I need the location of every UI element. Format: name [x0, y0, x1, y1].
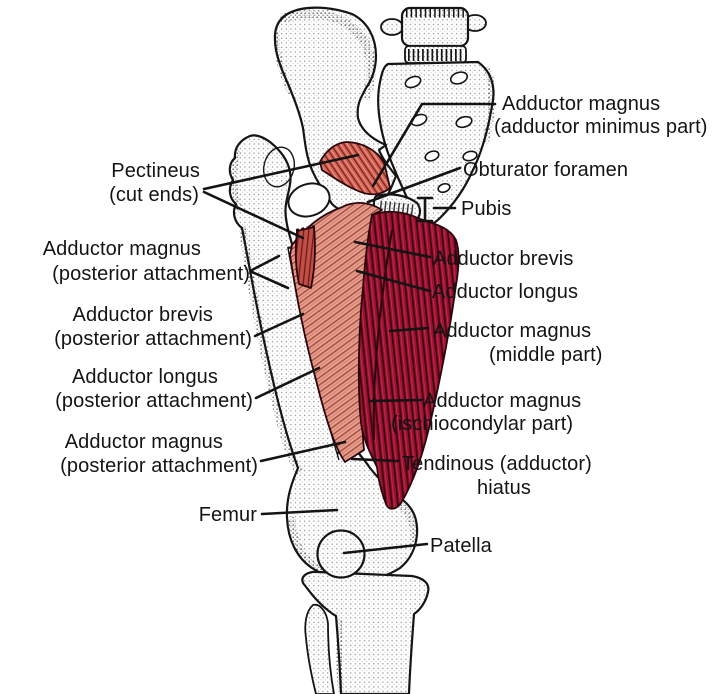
fibula-bone — [304, 603, 335, 694]
leader-pectineus-lower — [202, 190, 305, 240]
muscle-group — [289, 141, 460, 510]
svg-text:Adductor longus: Adductor longus — [72, 366, 218, 388]
svg-text:Adductor magnus: Adductor magnus — [502, 93, 660, 115]
svg-text:(posterior attachment): (posterior attachment) — [60, 455, 258, 477]
label-adductor-magnus-posterior-lower: Adductor magnus (posterior attachment) — [60, 431, 258, 477]
leader-pectineus-upper — [202, 153, 360, 191]
label-adductor-brevis-posterior: Adductor brevis (posterior attachment) — [54, 304, 252, 350]
tibia-shading — [335, 619, 344, 693]
label-adductor-magnus-posterior-upper: Adductor magnus (posterior attachment) — [43, 238, 250, 285]
label-adductor-magnus-ischiocondylar: Adductor magnus (ischiocondylar part) — [391, 390, 581, 435]
leader-adductor-longus — [355, 269, 432, 293]
label-adductor-brevis: Adductor brevis — [433, 248, 573, 270]
tibia-bone — [301, 570, 430, 694]
leader-patella — [342, 542, 429, 555]
leader-longus-posterior — [254, 366, 321, 400]
condyle-shading-left — [288, 516, 326, 574]
patella-bone — [316, 529, 366, 579]
svg-text:Adductor magnus: Adductor magnus — [433, 320, 591, 342]
svg-text:Pectineus: Pectineus — [111, 160, 200, 182]
leader-adductor-magnus-middle — [388, 326, 430, 333]
svg-text:(posterior attachment): (posterior attachment) — [55, 390, 253, 412]
leader-tendinous-hiatus — [350, 457, 400, 463]
trochanter-shading — [231, 149, 243, 213]
label-pubis: Pubis — [461, 198, 512, 220]
leader-obturator-foramen — [366, 166, 462, 204]
label-obturator-foramen: Obturator foramen — [463, 159, 628, 181]
label-adductor-longus: Adductor longus — [432, 281, 578, 303]
femur-left-shading — [239, 226, 302, 474]
leader-magnus-posterior-a — [250, 254, 281, 272]
label-adductor-longus-posterior: Adductor longus (posterior attachment) — [55, 366, 253, 412]
lumbar-vertebra — [380, 6, 487, 64]
leader-magnus-posterior-lower — [259, 440, 347, 463]
leader-adductor-brevis — [353, 240, 432, 259]
label-femur: Femur — [199, 504, 258, 526]
adductor-minimus-muscle — [319, 141, 391, 196]
ilium-crest-shading — [279, 9, 376, 101]
leader-femur — [260, 508, 339, 516]
condyle-shading-right — [396, 500, 418, 550]
svg-text:(adductor minimus part): (adductor minimus part) — [494, 116, 707, 138]
svg-text:hiatus: hiatus — [477, 477, 531, 499]
svg-text:Adductor brevis: Adductor brevis — [73, 304, 213, 326]
leader-pubis — [416, 196, 457, 223]
ilium-left-shading — [273, 31, 293, 95]
svg-text:(posterior attachment): (posterior attachment) — [54, 328, 252, 350]
svg-text:Adductor magnus: Adductor magnus — [65, 431, 223, 453]
svg-text:Adductor magnus: Adductor magnus — [423, 390, 581, 412]
svg-text:(posterior attachment): (posterior attachment) — [52, 263, 250, 285]
label-adductor-minimus: Adductor magnus (adductor minimus part) — [494, 93, 707, 138]
obturator-foramen-opening — [287, 182, 331, 218]
svg-text:(middle part): (middle part) — [489, 344, 603, 366]
label-tendinous-hiatus: Tendinous (adductor) hiatus — [402, 453, 592, 499]
trochanteric-fossa — [262, 146, 296, 188]
leader-brevis-posterior — [253, 312, 305, 338]
pectineus-stub-muscle — [294, 225, 316, 289]
leader-lines — [202, 102, 497, 555]
svg-text:(cut ends): (cut ends) — [109, 184, 199, 206]
adductor-magnus-separation — [372, 229, 393, 441]
labels-group: Adductor magnus (adductor minimus part) … — [43, 93, 708, 557]
label-pectineus: Pectineus (cut ends) — [109, 160, 200, 206]
pubis-tick-icon — [416, 196, 434, 223]
sacral-foramina — [404, 71, 478, 194]
leader-adductor-magnus-ischiocondylar — [369, 398, 423, 403]
svg-text:Adductor magnus: Adductor magnus — [43, 238, 201, 260]
svg-text:(ischiocondylar part): (ischiocondylar part) — [391, 413, 573, 435]
svg-text:Tendinous (adductor): Tendinous (adductor) — [402, 453, 592, 475]
label-adductor-magnus-middle: Adductor magnus (middle part) — [433, 320, 603, 366]
leader-adductor-minimus — [371, 102, 497, 188]
label-patella: Patella — [430, 535, 493, 557]
leader-magnus-posterior-b — [250, 270, 290, 290]
